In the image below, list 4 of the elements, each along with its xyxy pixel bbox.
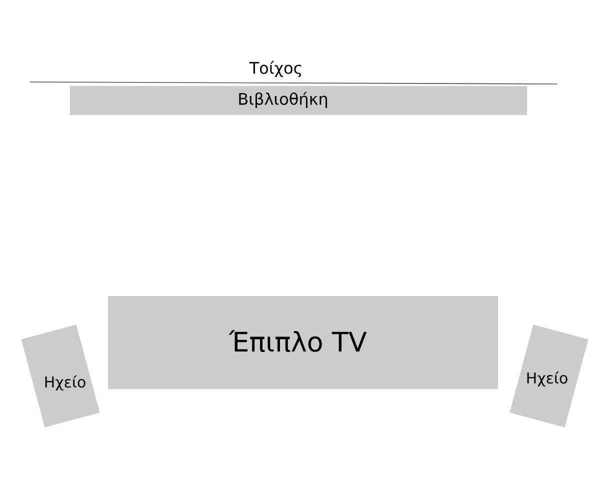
tv-stand-box: Έπιπλο TV: [108, 296, 498, 389]
speaker-box: Ηχείο: [510, 324, 588, 428]
bookshelf-box: Βιβλιοθήκη: [70, 86, 527, 115]
speaker-box: Ηχείο: [21, 324, 100, 428]
